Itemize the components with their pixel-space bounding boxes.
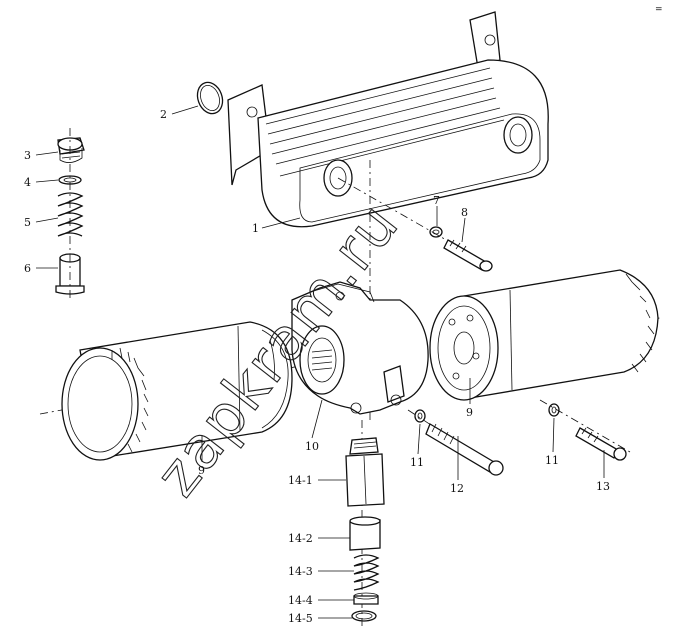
- oil-filter-left: [61, 321, 293, 461]
- callout-8: 8: [461, 206, 468, 219]
- callout-12: 12: [450, 482, 464, 495]
- leader-lines: [35, 105, 605, 619]
- callout-14-2: 14-2: [288, 532, 313, 545]
- callout-14-1: 14-1: [288, 474, 313, 487]
- bolt-8: [443, 239, 493, 272]
- o-ring-2: [196, 81, 224, 115]
- bypass-valve-stack: [345, 437, 385, 622]
- callout-5: 5: [24, 216, 31, 229]
- oil-cooler: [227, 11, 549, 228]
- callout-10: 10: [305, 440, 319, 453]
- callout-6: 6: [24, 262, 31, 275]
- callout-4: 4: [24, 176, 31, 189]
- callout-14-5: 14-5: [288, 612, 313, 625]
- callout-14-3: 14-3: [288, 565, 313, 578]
- callout-7: 7: [433, 194, 440, 207]
- oil-filter-right: [429, 269, 659, 401]
- callout-13: 13: [596, 480, 610, 493]
- bolt-12: [425, 423, 504, 476]
- callout-14-4: 14-4: [288, 594, 313, 607]
- corner-mark: =: [655, 5, 663, 15]
- relief-valve-stack: [55, 137, 85, 295]
- washer-11-right: [548, 403, 560, 417]
- callout-11-left: 11: [410, 456, 424, 469]
- washer-11-left: [414, 409, 426, 423]
- callout-9-left: 9: [198, 464, 205, 477]
- callout-2: 2: [160, 108, 167, 121]
- filter-head: [291, 281, 429, 415]
- callout-labels: 1 2 3 4 5 6 7 8 9 9 10 11 11 12 13 14-1 …: [24, 108, 610, 625]
- callout-3: 3: [24, 149, 31, 162]
- bolt-13: [575, 427, 627, 461]
- callout-1: 1: [252, 222, 259, 235]
- callout-9-right: 9: [466, 406, 473, 419]
- callout-11-right: 11: [545, 454, 559, 467]
- washer-7: [429, 226, 443, 238]
